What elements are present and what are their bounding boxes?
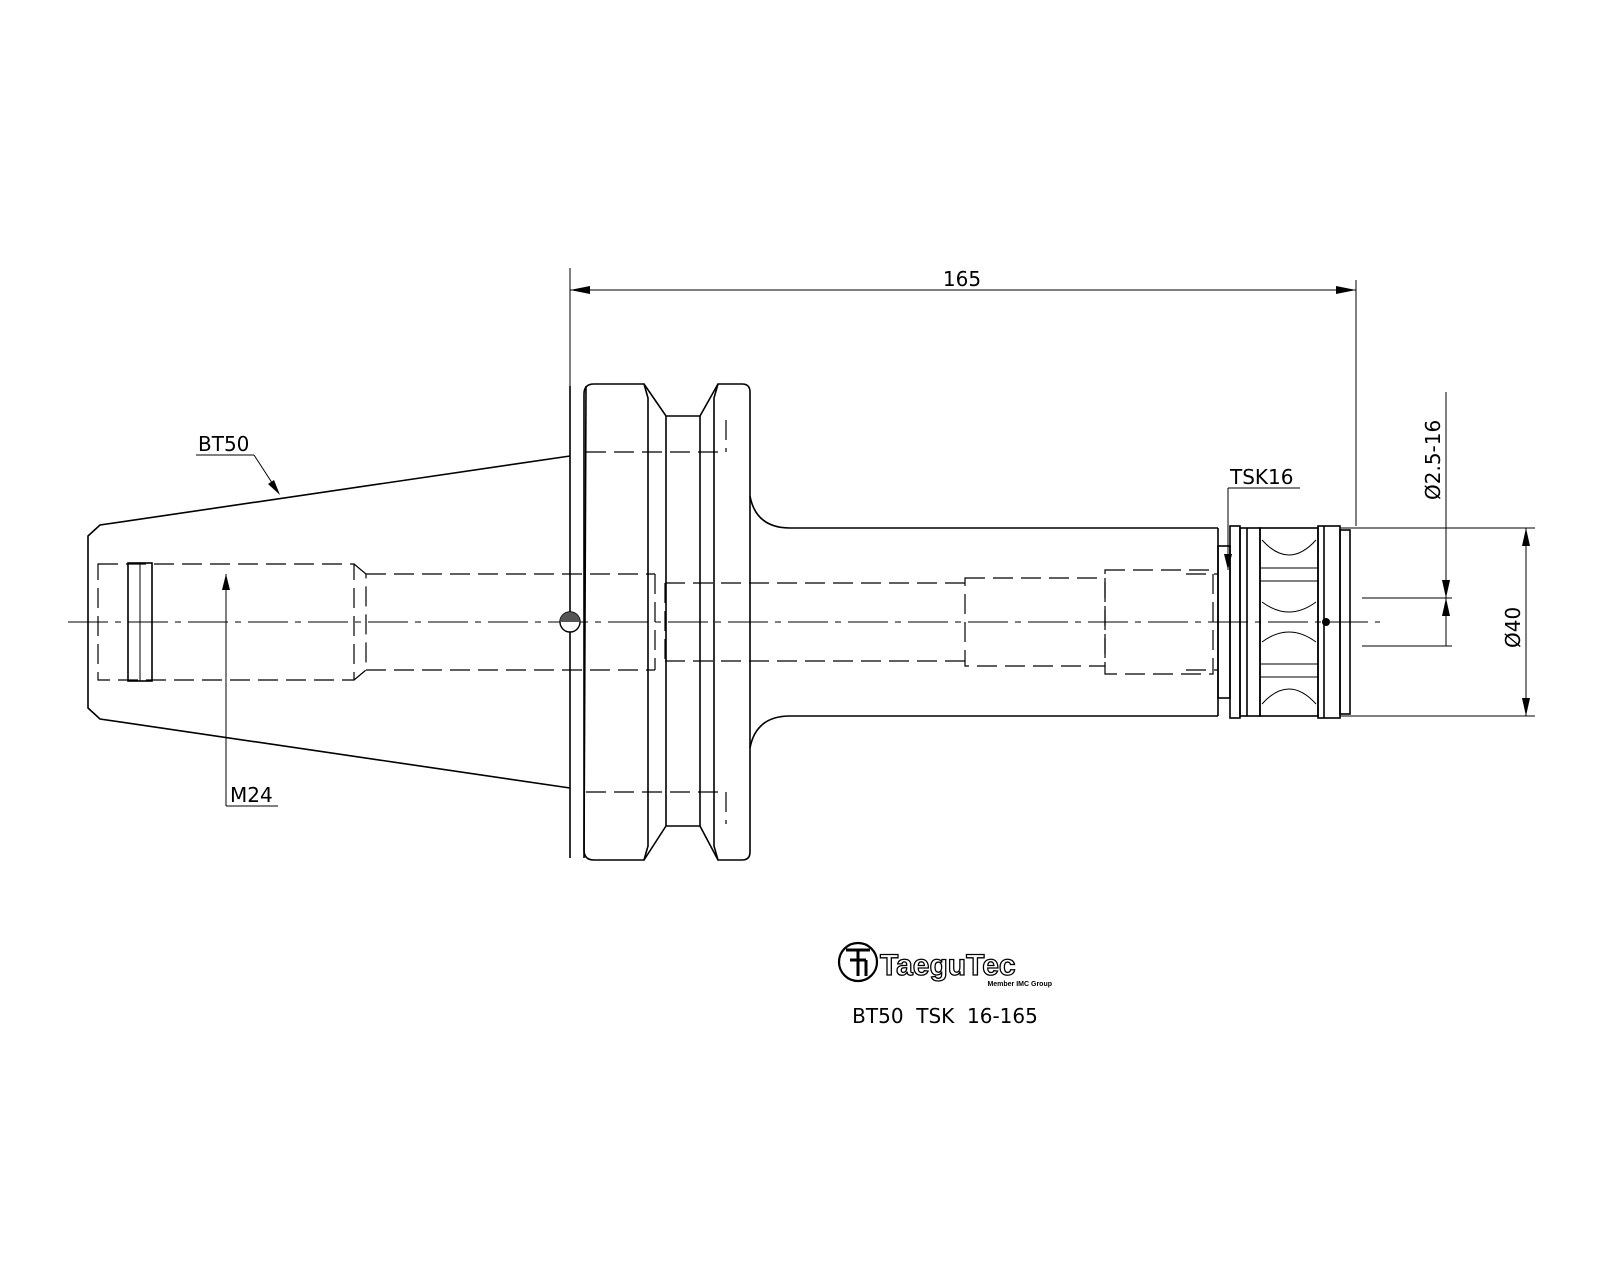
length-dimension [569, 268, 1357, 526]
model-code: BT50 TSK 16-165 [852, 1004, 1038, 1028]
taegutec-logo: TaeguTec Member IMC Group [837, 941, 1052, 988]
leader-tsk16 [1224, 487, 1300, 570]
leader-bt50 [196, 454, 280, 495]
diameter-40-dimension [1340, 527, 1535, 717]
brand-name: TaeguTec [880, 949, 1016, 982]
taper-bore-hidden [97, 562, 666, 682]
label-taper: BT50 [198, 432, 249, 456]
clamp-range-dimension [1362, 392, 1452, 647]
label-thread: M24 [230, 783, 273, 807]
collet-nut [1186, 525, 1351, 719]
label-collet: TSK16 [1229, 465, 1293, 489]
flange [583, 383, 751, 861]
leader-m24 [222, 574, 278, 807]
label-clamp-range: Ø2.5-16 [1421, 420, 1445, 500]
shank [665, 495, 1219, 749]
label-nose-diameter: Ø40 [1501, 607, 1525, 648]
brand-tagline: Member IMC Group [987, 981, 1052, 988]
label-length: 165 [943, 267, 981, 291]
